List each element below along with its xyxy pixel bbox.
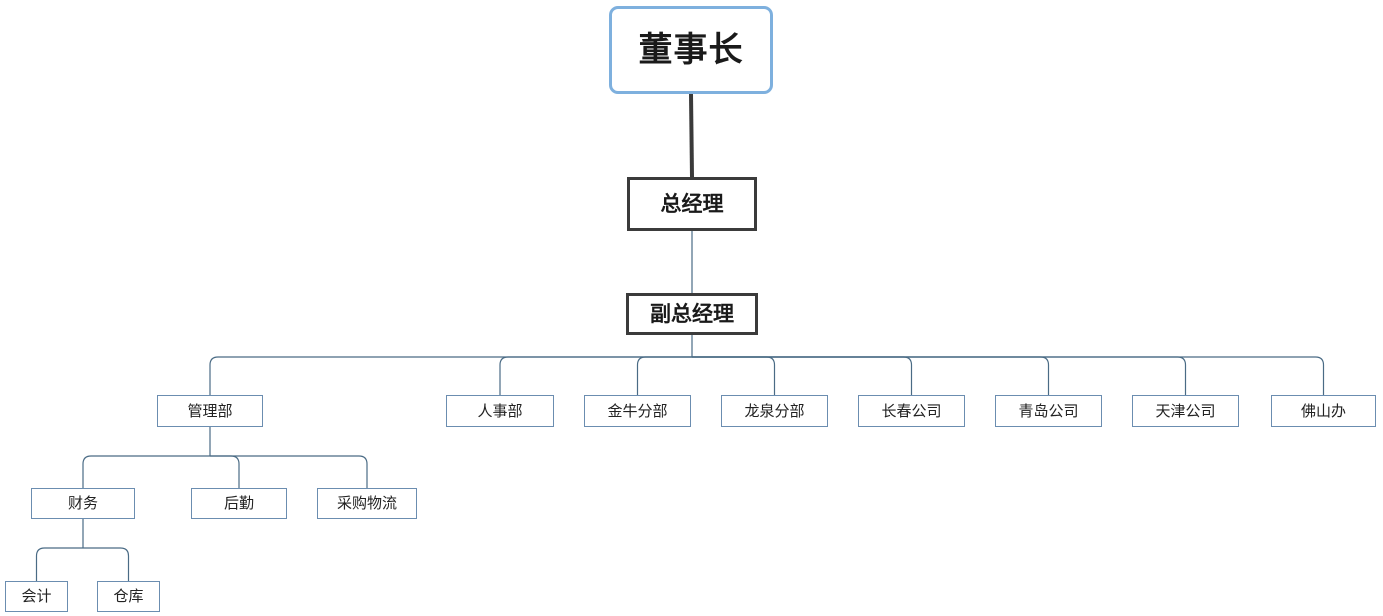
org-node-label: 长春公司 [881, 401, 942, 420]
org-node-label: 会计 [21, 587, 52, 605]
connector-root-to-general-manager [689, 93, 694, 178]
org-node-department[interactable]: 长春公司 [858, 395, 965, 427]
org-node-label: 总经理 [660, 191, 724, 216]
connector-deputy-to-departments-branch [209, 356, 692, 395]
connector-management-to-children-branch [210, 455, 240, 488]
org-node-sub-unit[interactable]: 后勤 [191, 488, 287, 519]
org-node-label: 采购物流 [336, 494, 397, 512]
org-node-leaf-unit[interactable]: 会计 [5, 581, 68, 612]
org-node-label: 天津公司 [1155, 401, 1216, 420]
org-node-sub-unit[interactable]: 采购物流 [317, 488, 417, 519]
connector-deputy-to-departments-branch [499, 356, 692, 395]
org-node-label: 龙泉分部 [744, 401, 805, 420]
org-node-label: 管理部 [187, 401, 233, 420]
connector-deputy-to-departments-branch [636, 356, 692, 395]
org-node-label: 青岛公司 [1018, 401, 1079, 420]
org-node-sub-unit[interactable]: 财务 [31, 488, 135, 519]
org-node-label: 人事部 [477, 401, 523, 420]
connector-management-to-children-branch [82, 455, 210, 488]
org-node-label: 副总经理 [650, 301, 734, 326]
org-node-label: 财务 [67, 494, 98, 512]
connector-deputy-to-departments-branch [692, 356, 1050, 395]
connector-management-to-children-branch [210, 455, 368, 488]
connector-deputy-to-departments-branch [692, 356, 776, 395]
org-node-leaf-unit[interactable]: 仓库 [97, 581, 160, 612]
org-node-department[interactable]: 管理部 [157, 395, 263, 427]
org-node-department[interactable]: 佛山办 [1271, 395, 1376, 427]
org-node-department[interactable]: 青岛公司 [995, 395, 1102, 427]
connector-deputy-to-departments-branch [692, 356, 913, 395]
org-node-department[interactable]: 龙泉分部 [721, 395, 828, 427]
org-node-department[interactable]: 金牛分部 [584, 395, 691, 427]
org-node-label: 金牛分部 [607, 401, 668, 420]
connector-deputy-to-departments-branch [692, 356, 1325, 395]
org-node-department[interactable]: 人事部 [446, 395, 554, 427]
org-node-label: 后勤 [223, 494, 254, 512]
connector-finance-to-children-branch [35, 547, 83, 581]
org-node-label: 董事长 [638, 30, 744, 70]
connector-deputy-to-departments-branch [692, 356, 1187, 395]
org-node-chairman[interactable]: 董事长 [609, 6, 773, 94]
org-node-general-manager[interactable]: 总经理 [627, 177, 757, 231]
org-node-department[interactable]: 天津公司 [1132, 395, 1239, 427]
org-node-label: 佛山办 [1300, 401, 1346, 420]
connector-finance-to-children-branch [83, 547, 130, 581]
org-node-deputy-general-manager[interactable]: 副总经理 [626, 293, 758, 335]
org-node-label: 仓库 [113, 587, 144, 605]
